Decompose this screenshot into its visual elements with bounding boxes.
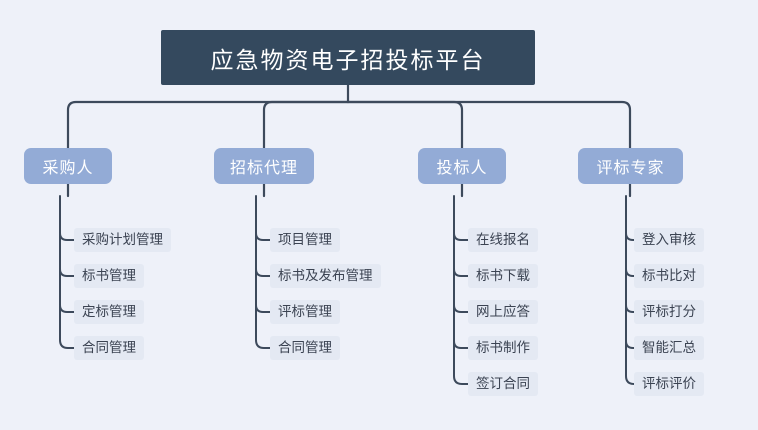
- leaf-node-1-1-label: 采购计划管理: [82, 232, 163, 248]
- leaf-node-4-2-label: 标书比对: [642, 268, 696, 284]
- leaf-node-3-4[interactable]: 标书制作: [468, 336, 538, 360]
- branch-node-1[interactable]: 采购人: [24, 148, 112, 184]
- leaf-node-3-1-label: 在线报名: [476, 232, 530, 248]
- leaf-node-2-2[interactable]: 标书及发布管理: [270, 264, 381, 288]
- leaf-node-4-3[interactable]: 评标打分: [634, 300, 704, 324]
- branch-node-2-label: 招标代理: [229, 160, 298, 177]
- leaf-node-4-4[interactable]: 智能汇总: [634, 336, 704, 360]
- leaf-node-2-4-label: 合同管理: [278, 340, 332, 356]
- leaf-node-1-2-label: 标书管理: [82, 268, 136, 284]
- root-node-label: 应急物资电子招投标平台: [210, 46, 486, 73]
- leaf-node-4-3-label: 评标打分: [642, 304, 696, 320]
- leaf-node-3-3-label: 网上应答: [476, 304, 530, 320]
- leaf-node-4-1[interactable]: 登入审核: [634, 228, 704, 252]
- branch-node-3[interactable]: 投标人: [418, 148, 506, 184]
- leaf-node-3-1[interactable]: 在线报名: [468, 228, 538, 252]
- leaf-node-1-4[interactable]: 合同管理: [74, 336, 144, 360]
- leaf-node-1-3-label: 定标管理: [82, 304, 136, 320]
- leaf-node-3-4-label: 标书制作: [476, 340, 530, 356]
- leaf-node-3-5[interactable]: 签订合同: [468, 372, 538, 396]
- leaf-node-4-5[interactable]: 评标评价: [634, 372, 704, 396]
- leaf-node-4-2[interactable]: 标书比对: [634, 264, 704, 288]
- leaf-node-1-4-label: 合同管理: [82, 340, 136, 356]
- branch-node-2[interactable]: 招标代理: [214, 148, 314, 184]
- leaf-node-1-1[interactable]: 采购计划管理: [74, 228, 171, 252]
- leaf-node-2-3[interactable]: 评标管理: [270, 300, 340, 324]
- branch-node-3-label: 投标人: [436, 160, 488, 177]
- leaf-node-1-3[interactable]: 定标管理: [74, 300, 144, 324]
- leaf-node-4-1-label: 登入审核: [642, 232, 696, 248]
- leaf-node-2-4[interactable]: 合同管理: [270, 336, 340, 360]
- leaf-node-2-3-label: 评标管理: [278, 304, 332, 320]
- leaf-node-4-5-label: 评标评价: [642, 376, 696, 392]
- leaf-node-3-2-label: 标书下载: [476, 268, 530, 284]
- branch-node-1-label: 采购人: [42, 160, 94, 177]
- branch-node-4[interactable]: 评标专家: [578, 148, 683, 184]
- leaf-node-2-2-label: 标书及发布管理: [278, 268, 373, 284]
- leaf-node-1-2[interactable]: 标书管理: [74, 264, 144, 288]
- leaf-node-3-2[interactable]: 标书下载: [468, 264, 538, 288]
- leaf-node-2-1-label: 项目管理: [278, 232, 332, 248]
- branch-node-4-label: 评标专家: [596, 160, 665, 177]
- root-node[interactable]: 应急物资电子招投标平台: [161, 30, 535, 85]
- leaf-node-4-4-label: 智能汇总: [642, 340, 696, 356]
- leaf-node-3-5-label: 签订合同: [476, 376, 530, 392]
- leaf-node-2-1[interactable]: 项目管理: [270, 228, 340, 252]
- leaf-node-3-3[interactable]: 网上应答: [468, 300, 538, 324]
